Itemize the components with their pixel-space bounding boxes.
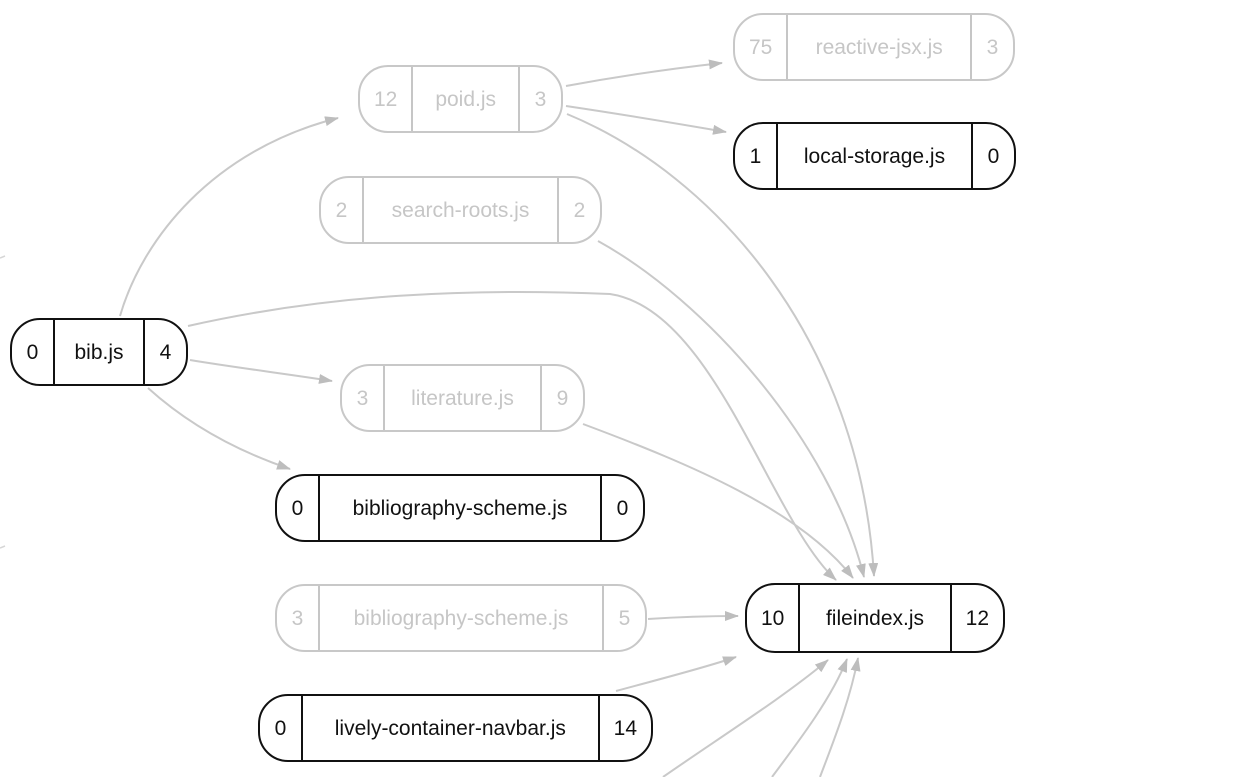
node-in-count: 3	[356, 386, 369, 410]
edge-poid-to-local-storage	[565, 105, 727, 135]
node-out-count: 3	[534, 87, 547, 111]
node-in-count: 12	[374, 87, 398, 111]
node-label: bib.js	[53, 320, 145, 384]
node-local-storage-js[interactable]: 1 local-storage.js 0	[733, 122, 1016, 190]
edge-poid-to-reactive-jsx	[565, 59, 723, 87]
node-out-count: 2	[573, 198, 586, 222]
node-in-count: 0	[26, 340, 39, 364]
node-label: search-roots.js	[362, 178, 559, 242]
node-in-count: 0	[274, 716, 287, 740]
node-lively-container-navbar-js[interactable]: 0 lively-container-navbar.js 14	[258, 694, 653, 762]
node-label: poid.js	[411, 67, 520, 131]
clipped-edge-stub	[0, 255, 6, 259]
node-out-count: 14	[613, 716, 637, 740]
node-reactive-jsx-js[interactable]: 75 reactive-jsx.js 3	[733, 13, 1015, 81]
node-search-roots-js[interactable]: 2 search-roots.js 2	[319, 176, 602, 244]
node-in-count: 75	[749, 35, 773, 59]
edge-lively-container-navbar-to-fileindex	[615, 656, 737, 692]
node-out-count: 0	[987, 144, 1000, 168]
node-in-count: 0	[291, 496, 304, 520]
node-label: bibliography-scheme.js	[318, 586, 604, 650]
edge-bibliography-scheme-2-to-fileindex	[647, 611, 739, 622]
node-label: bibliography-scheme.js	[318, 476, 602, 540]
node-out-count: 12	[965, 606, 989, 630]
node-out-count: 4	[159, 340, 172, 364]
edge-bib-to-bibliography-scheme	[147, 387, 291, 470]
node-fileindex-js[interactable]: 10 fileindex.js 12	[745, 583, 1005, 653]
edge-poid-to-fileindex	[566, 113, 879, 577]
node-in-count: 10	[761, 606, 785, 630]
node-in-count: 3	[291, 606, 304, 630]
node-out-count: 3	[986, 35, 999, 59]
edge-bib-to-fileindex	[187, 290, 837, 581]
node-label: reactive-jsx.js	[786, 15, 972, 79]
node-out-count: 0	[616, 496, 629, 520]
edge-bib-to-poid	[119, 116, 339, 317]
node-in-count: 1	[749, 144, 762, 168]
node-literature-js[interactable]: 3 literature.js 9	[340, 364, 585, 432]
edge-literature-to-fileindex	[582, 423, 854, 579]
edge-offscreen-3-to-fileindex	[819, 657, 861, 777]
edge-search-roots-to-fileindex	[597, 240, 866, 578]
node-bibliography-scheme-js-faded[interactable]: 3 bibliography-scheme.js 5	[275, 584, 647, 652]
clipped-edge-stub	[0, 545, 6, 549]
node-bibliography-scheme-js[interactable]: 0 bibliography-scheme.js 0	[275, 474, 645, 542]
node-out-count: 9	[556, 386, 569, 410]
edge-bib-to-literature	[189, 359, 333, 384]
node-label: literature.js	[383, 366, 542, 430]
edge-offscreen-2-to-fileindex	[771, 658, 848, 777]
node-poid-js[interactable]: 12 poid.js 3	[358, 65, 563, 133]
node-label: lively-container-navbar.js	[301, 696, 600, 760]
edge-offscreen-1-to-fileindex	[662, 659, 829, 777]
node-label: fileindex.js	[798, 585, 952, 651]
node-bib-js[interactable]: 0 bib.js 4	[10, 318, 188, 386]
node-in-count: 2	[335, 198, 348, 222]
node-label: local-storage.js	[776, 124, 973, 188]
node-out-count: 5	[618, 606, 631, 630]
